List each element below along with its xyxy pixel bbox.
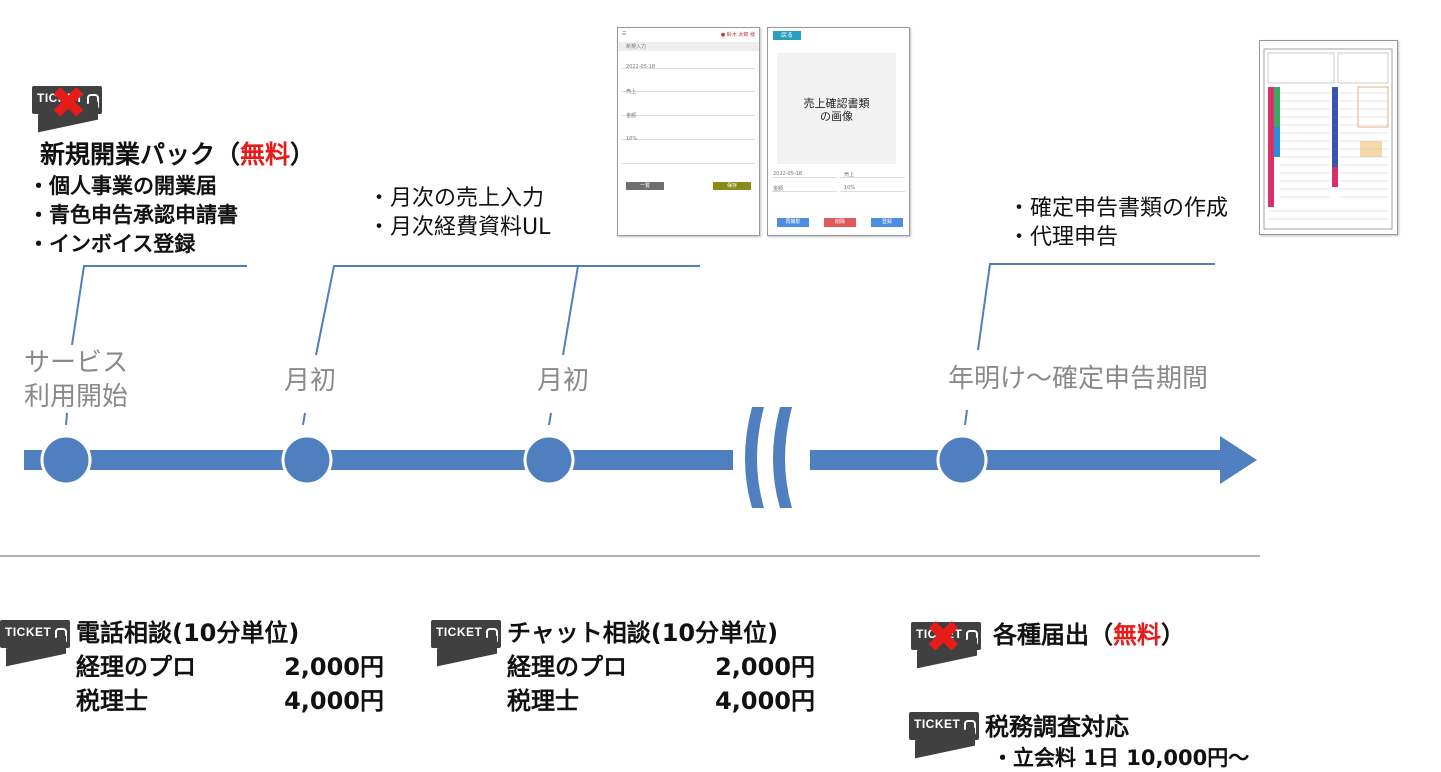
leader-line-filing: [978, 264, 1215, 350]
timeline-arrowhead: [1220, 436, 1257, 484]
free-label: 無料: [240, 140, 290, 169]
new-business-item: ・インボイス登録: [28, 230, 238, 259]
receipt-btn-register[interactable]: 登録: [871, 218, 903, 227]
form-tax-value: 10%: [626, 136, 637, 142]
cross-mark-icon: ✖: [925, 616, 962, 660]
notifications-title-end: ）: [1161, 621, 1185, 649]
timeline-break-1: [745, 407, 764, 508]
phone-consult-title: 電話相談(10分単位): [76, 616, 384, 650]
tax-form-drawing: [1260, 41, 1397, 234]
phone-row-name: 税理士: [76, 684, 148, 718]
timeline-node-month2: [525, 436, 573, 484]
form-right-button[interactable]: 保存: [713, 182, 751, 190]
tax-audit-item: ・立会料 1日 10,000円～: [992, 744, 1249, 772]
form-left-button[interactable]: 一覧: [626, 182, 664, 190]
receipt-type: 売上: [844, 171, 854, 178]
phone-row-price: 2,000円: [284, 650, 384, 684]
ticket-icon-chat: TICKET: [431, 620, 501, 666]
back-button[interactable]: 戻る: [773, 31, 801, 40]
receipt-btn-delete[interactable]: 削除: [824, 218, 856, 227]
filing-item: ・確定申告書類の作成: [1008, 194, 1228, 223]
timeline-node-start: [42, 436, 90, 484]
chat-row-price: 2,000円: [715, 650, 815, 684]
new-business-item: ・青色申告承認申請書: [28, 201, 238, 230]
receipt-date: 2022-05-18: [773, 171, 802, 177]
ticket-icon-phone: TICKET: [0, 620, 70, 666]
image-placeholder-line1: 売上確認書類: [777, 97, 896, 110]
receipt-image-placeholder: 売上確認書類 の画像: [777, 53, 896, 164]
form-amount-label: 金額: [626, 112, 636, 119]
phone-row-price: 4,000円: [284, 684, 384, 718]
new-business-title: 新規開業パック（無料）: [40, 138, 315, 172]
phone-consult-block: 電話相談(10分単位) 経理のプロ 2,000円 税理士 4,000円: [76, 616, 384, 718]
image-placeholder-line2: の画像: [777, 110, 896, 123]
receipt-btn-retake[interactable]: 再撮影: [777, 218, 809, 227]
filing-items: ・確定申告書類の作成 ・代理申告: [1008, 194, 1228, 252]
leader-line-month2: [563, 266, 578, 355]
app-receipt-screenshot: 戻る 売上確認書類 の画像 2022-05-18 売上 金額 10% 再撮影 削…: [767, 27, 910, 236]
timeline-bar-right: [810, 450, 1222, 470]
filing-item: ・代理申告: [1008, 223, 1228, 252]
stage-label-month2: 月初: [537, 364, 589, 398]
monthly-items: ・月次の売上入力 ・月次経費資料UL: [368, 184, 550, 242]
stage-label-start: サービス 利用開始: [24, 346, 128, 414]
timeline-break-2: [773, 407, 792, 508]
chat-consult-title: チャット相談(10分単位): [507, 616, 815, 650]
timeline-node-filing: [938, 436, 986, 484]
stage-label-filing: 年明け～確定申告期間: [948, 362, 1208, 396]
monthly-item: ・月次経費資料UL: [368, 213, 550, 242]
stage-label-start-line1: サービス: [24, 346, 128, 380]
leader-line-start: [72, 266, 247, 345]
timeline-node-month1: [283, 436, 331, 484]
stage-label-start-line2: 利用開始: [24, 380, 128, 414]
leader-tick-month1: [303, 413, 305, 425]
leader-tick-start: [66, 413, 67, 425]
notifications-title: 各種届出（無料）: [993, 618, 1185, 652]
monthly-item: ・月次の売上入力: [368, 184, 550, 213]
leader-line-month1: [316, 266, 700, 355]
new-business-items: ・個人事業の開業届 ・青色申告承認申請書 ・インボイス登録: [28, 172, 238, 259]
timeline-bar-left: [24, 450, 733, 470]
chat-row-price: 4,000円: [715, 684, 815, 718]
leader-tick-month2: [549, 413, 551, 425]
chat-row-name: 税理士: [507, 684, 579, 718]
receipt-tax: 10%: [844, 185, 855, 191]
form-title: 新規入力: [626, 43, 646, 50]
leader-tick-filing: [965, 410, 967, 425]
chat-row-name: 経理のプロ: [507, 650, 627, 684]
phone-row-name: 経理のプロ: [76, 650, 196, 684]
new-business-title-text: 新規開業パック（: [40, 140, 240, 169]
new-business-title-end: ）: [290, 140, 315, 169]
chat-consult-block: チャット相談(10分単位) 経理のプロ 2,000円 税理士 4,000円: [507, 616, 815, 718]
new-business-item: ・個人事業の開業届: [28, 172, 238, 201]
tax-audit-title: 税務調査対応: [985, 710, 1129, 744]
cross-mark-icon: ✖: [50, 82, 87, 126]
form-type-value: 売上: [626, 88, 636, 95]
stage-label-month1: 月初: [284, 364, 336, 398]
form-date-value: 2022-05-18: [626, 64, 655, 70]
tax-return-form-image: [1259, 40, 1398, 235]
receipt-amount-label: 金額: [773, 185, 783, 192]
free-label: 無料: [1113, 621, 1161, 649]
app-form-screenshot: ☰ ● 鈴木 太郎 様 新規入力 2022-05-18 売上 金額 10% 一覧…: [617, 27, 760, 236]
ticket-icon-tax-audit: TICKET: [909, 712, 979, 758]
notifications-title-text: 各種届出（: [993, 621, 1113, 649]
